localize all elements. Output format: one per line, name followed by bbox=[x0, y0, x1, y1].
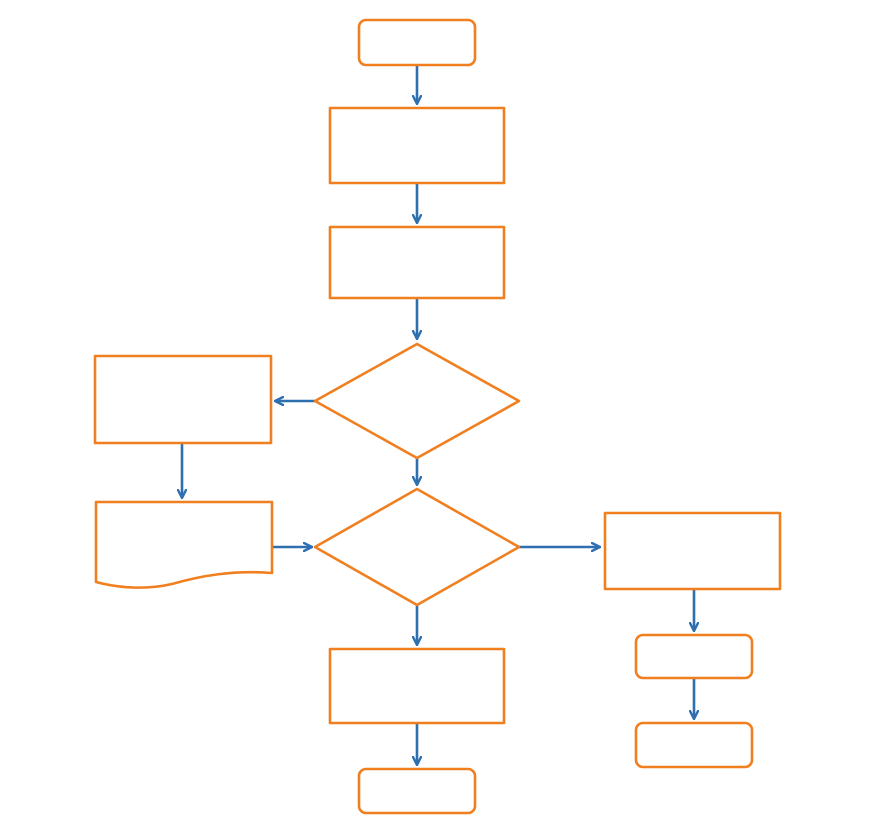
decision-1-node bbox=[313, 342, 521, 460]
nodes-group bbox=[93, 18, 782, 815]
end-terminator-node bbox=[357, 767, 477, 815]
process-2-node bbox=[328, 225, 506, 300]
edges-group bbox=[182, 66, 694, 764]
process-right-node bbox=[603, 511, 782, 591]
process-left-node bbox=[93, 354, 273, 445]
right-step-2-node bbox=[634, 721, 754, 769]
process-1-node bbox=[328, 106, 506, 185]
decision-2-node bbox=[313, 487, 521, 607]
right-step-1-node bbox=[634, 633, 754, 680]
document-node bbox=[94, 500, 274, 589]
start-terminator-node bbox=[357, 18, 477, 67]
process-bottom-node bbox=[328, 647, 506, 725]
